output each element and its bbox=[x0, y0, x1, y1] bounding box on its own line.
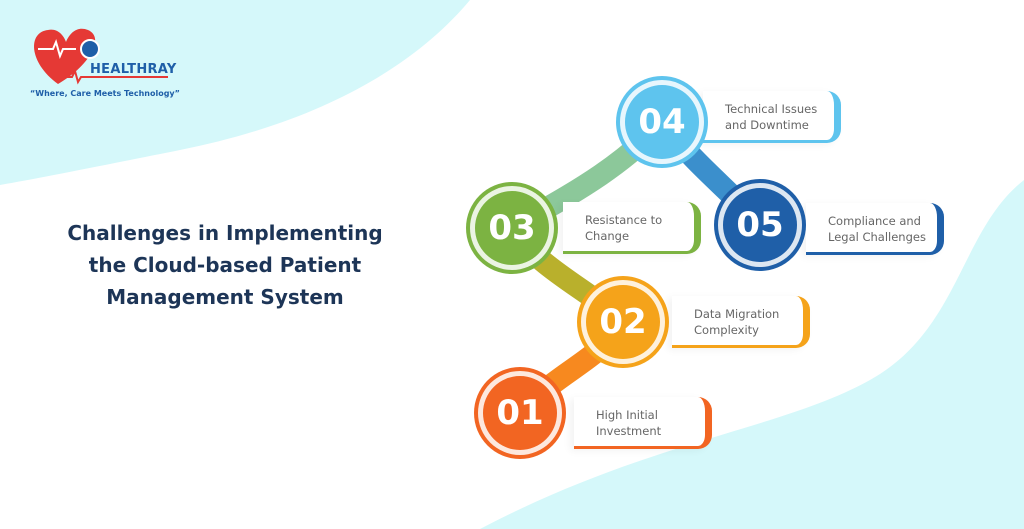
step-circle-02: 02 bbox=[581, 280, 665, 364]
step-circle-03: 03 bbox=[470, 186, 554, 270]
step-label-line2: Legal Challenges bbox=[828, 230, 926, 244]
step-label-line1: Technical Issues bbox=[725, 102, 818, 116]
brand-name: HEALTHRAY bbox=[90, 62, 177, 77]
step-card-04: Technical Issues and Downtime bbox=[703, 91, 841, 143]
step-number: 04 bbox=[638, 102, 686, 142]
step-number: 05 bbox=[736, 205, 784, 245]
step-number: 03 bbox=[488, 208, 536, 248]
step-number: 01 bbox=[496, 393, 544, 433]
step-card-03: Resistance to Change bbox=[563, 202, 701, 254]
step-number: 02 bbox=[599, 302, 647, 342]
connector-paths bbox=[501, 111, 771, 424]
step-label-line1: Compliance and bbox=[828, 214, 921, 228]
page-title: Challenges in Implementing the Cloud-bas… bbox=[40, 217, 410, 313]
step-circle-05: 05 bbox=[718, 183, 802, 267]
title-line: Challenges in Implementing bbox=[67, 221, 383, 245]
step-label-line2: Investment bbox=[596, 424, 662, 438]
healthray-logo bbox=[34, 28, 168, 85]
step-label-line2: and Downtime bbox=[725, 118, 809, 132]
step-circle-04: 04 bbox=[620, 80, 704, 164]
title-line: Management System bbox=[106, 285, 344, 309]
step-label-line2: Complexity bbox=[694, 323, 759, 337]
step-label-line2: Change bbox=[585, 229, 630, 243]
step-label-line1: Data Migration bbox=[694, 307, 780, 321]
title-line: the Cloud-based Patient bbox=[88, 253, 362, 277]
step-circle-01: 01 bbox=[478, 371, 562, 455]
step-label-line1: Resistance to bbox=[585, 213, 663, 227]
step-label-line1: High Initial bbox=[596, 408, 658, 422]
brand-tagline: “Where, Care Meets Technology” bbox=[30, 89, 180, 98]
